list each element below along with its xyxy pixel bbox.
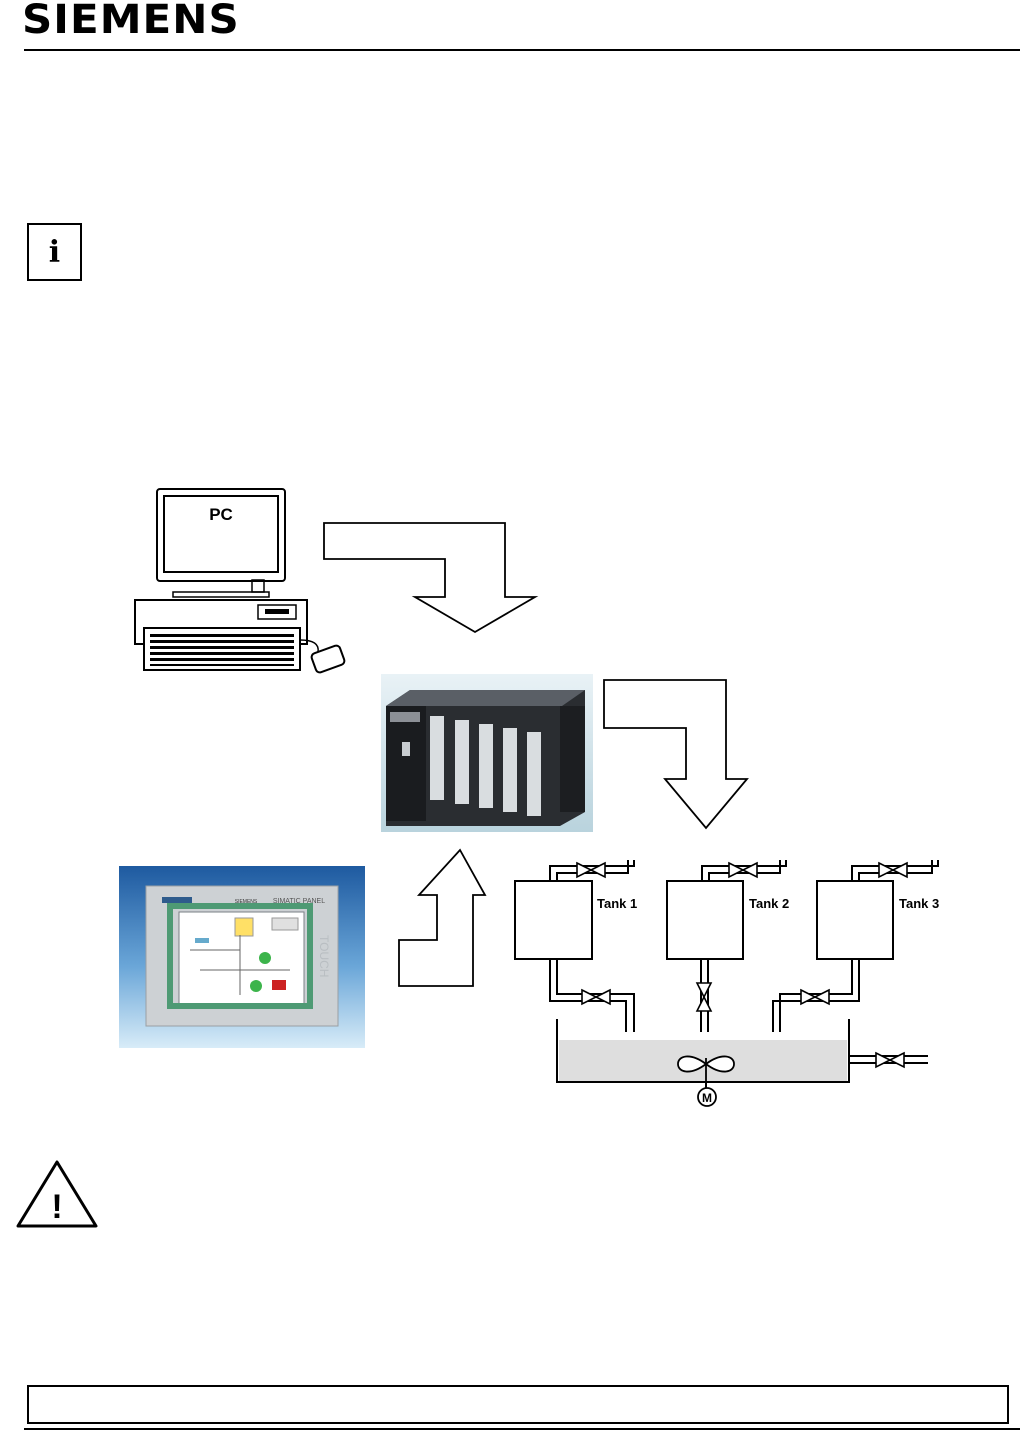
motor-label: M xyxy=(702,1091,712,1105)
pc-screen xyxy=(163,495,279,573)
pc-monitor xyxy=(156,488,286,582)
pc-keys xyxy=(150,634,294,666)
vessel-liquid xyxy=(559,1040,847,1081)
valve-icon xyxy=(728,861,758,879)
arrow-plc-to-process xyxy=(603,679,749,830)
valve-icons xyxy=(576,861,908,1069)
info-icon-glyph: i xyxy=(48,234,61,270)
valve-icon xyxy=(878,861,908,879)
pc-mouse xyxy=(310,644,346,674)
arrow-hmi-to-plc xyxy=(398,848,487,987)
valve-icon xyxy=(581,988,611,1006)
hmi-panel-brand: SIEMENS xyxy=(235,899,258,905)
warning-icon-glyph: ! xyxy=(51,1188,62,1226)
tank-1-label: Tank 1 xyxy=(597,896,637,911)
header-rule xyxy=(24,49,1020,51)
footer-rule xyxy=(24,1428,1020,1430)
tank-3 xyxy=(816,880,894,960)
pc-label: PC xyxy=(209,505,233,524)
arrow-pc-to-plc xyxy=(323,522,539,634)
tank-3-label: Tank 3 xyxy=(899,896,939,911)
valve-icon xyxy=(576,861,606,879)
footer-box xyxy=(27,1385,1009,1424)
tank-2 xyxy=(666,880,744,960)
hmi-panel-image: SIEMENS SIMATIC PANEL TOUCH xyxy=(119,866,365,1048)
info-icon: i xyxy=(27,223,82,281)
mixer-impeller-icon xyxy=(677,1055,735,1082)
valve-icon xyxy=(800,988,830,1006)
plc-image xyxy=(381,674,593,832)
hmi-panel-model: SIMATIC PANEL xyxy=(273,898,325,905)
valve-icon xyxy=(875,1051,905,1069)
motor-symbol xyxy=(697,1087,717,1107)
valve-icon xyxy=(695,982,713,1012)
warning-icon: ! xyxy=(16,1160,98,1228)
siemens-logo: SIEMENS xyxy=(22,0,240,43)
tank-2-label: Tank 2 xyxy=(749,896,789,911)
tank-1 xyxy=(514,880,593,960)
pc-computer xyxy=(134,488,346,674)
hmi-panel-side-text: TOUCH xyxy=(317,935,331,977)
